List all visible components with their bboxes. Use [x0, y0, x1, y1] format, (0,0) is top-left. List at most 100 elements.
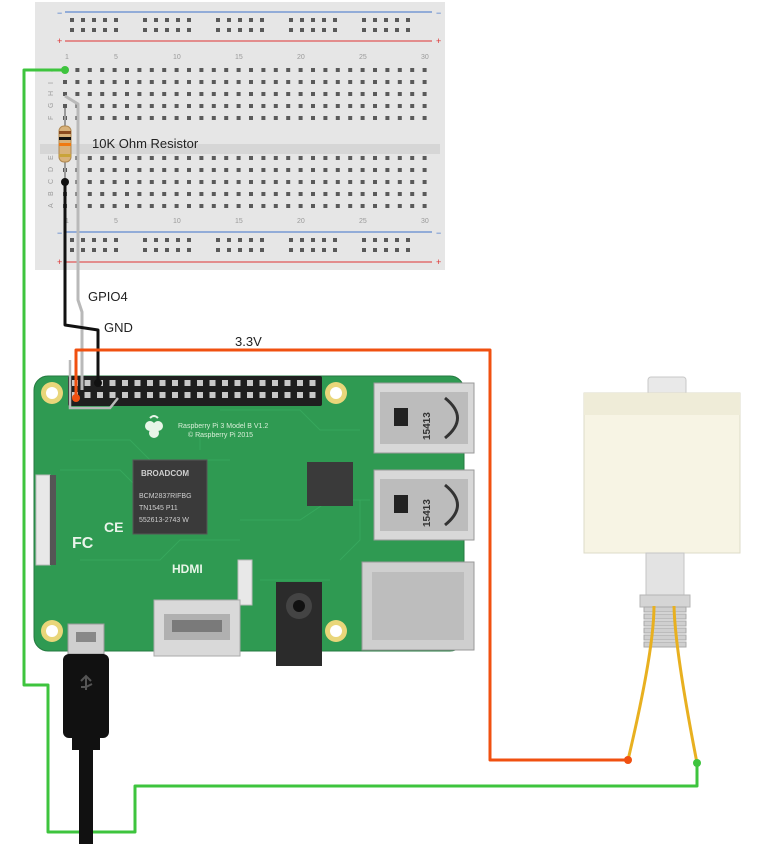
breadboard-hole	[422, 68, 427, 72]
breadboard-hole	[100, 92, 105, 96]
breadboard-hole	[311, 204, 315, 208]
thread-ridge	[643, 606, 687, 613]
breadboard-hole	[224, 204, 229, 208]
breadboard-hole	[224, 168, 229, 172]
breadboard-hole	[385, 80, 390, 84]
breadboard-hole	[137, 204, 142, 208]
row-letter-h: H	[48, 91, 55, 96]
breadboard-hole	[422, 192, 427, 196]
breadboard-hole	[298, 204, 303, 208]
gpio-pin	[147, 392, 153, 398]
row-letter-f: F	[48, 116, 55, 120]
breadboard-hole	[100, 192, 105, 196]
breadboard-hole	[143, 18, 147, 22]
thread-ridge	[643, 613, 687, 620]
breadboard-hole	[227, 248, 231, 252]
breadboard-hole	[273, 192, 278, 196]
breadboard-hole	[236, 116, 241, 120]
breadboard-hole	[395, 28, 399, 32]
gpio-pin	[222, 392, 228, 398]
breadboard-hole	[199, 204, 204, 208]
ce-logo-icon: CE	[104, 519, 123, 535]
breadboard-hole	[410, 68, 415, 72]
breadboard-hole	[199, 68, 204, 72]
breadboard-hole	[187, 168, 191, 172]
breadboard-hole	[187, 80, 191, 84]
breadboard-hole	[311, 116, 315, 120]
breadboard-hole	[137, 192, 142, 196]
col-num-1: 1	[65, 54, 69, 61]
breadboard-hole	[114, 238, 118, 242]
breadboard-hole	[162, 168, 167, 172]
breadboard-hole	[298, 168, 303, 172]
breadboard-hole	[249, 156, 253, 160]
breadboard-hole	[162, 80, 167, 84]
bottom-minus-right: −	[436, 228, 441, 238]
breadboard-hole	[187, 204, 191, 208]
breadboard-hole	[187, 116, 191, 120]
breadboard-hole	[238, 248, 242, 252]
breadboard-hole	[311, 68, 315, 72]
breadboard-hole	[100, 80, 105, 84]
breadboard-hole	[224, 156, 229, 160]
breadboard: − + − + − + − + 1 5 10 15 20 25 30	[35, 2, 445, 270]
gpio-pin	[209, 392, 216, 398]
breadboard-hole	[211, 180, 216, 184]
breadboard-hole	[137, 156, 142, 160]
breadboard-hole	[236, 156, 241, 160]
v33-label: 3.3V	[235, 334, 262, 349]
breadboard-hole	[260, 238, 264, 242]
breadboard-hole	[410, 116, 415, 120]
gpio-pin	[184, 392, 191, 398]
breadboard-hole	[81, 28, 85, 32]
raspberry-pi-board: Raspberry Pi 3 Model B V1.2 © Raspberry …	[33, 375, 475, 666]
breadboard-hole	[273, 80, 278, 84]
breadboard-hole	[137, 80, 142, 84]
breadboard-hole	[384, 238, 388, 242]
gpio-pin	[259, 392, 266, 398]
breadboard-hole	[335, 156, 340, 160]
row-letter-g: G	[48, 103, 55, 108]
breadboard-hole	[397, 156, 402, 160]
row-letter-a: A	[48, 203, 55, 208]
breadboard-hole	[87, 104, 92, 108]
breadboard-hole	[335, 104, 340, 108]
audio-jack	[276, 582, 322, 666]
breadboard-bottom-rails: − + − +	[57, 228, 441, 267]
breadboard-hole	[323, 80, 328, 84]
breadboard-hole	[238, 18, 242, 22]
breadboard-hole	[410, 80, 415, 84]
breadboard-hole	[87, 68, 92, 72]
breadboard-hole	[333, 238, 337, 242]
breadboard-hole	[385, 180, 390, 184]
breadboard-hole	[385, 192, 390, 196]
top-minus-left: −	[57, 8, 62, 18]
sensor-thread	[643, 606, 687, 648]
breadboard-hole	[236, 80, 241, 84]
breadboard-hole	[143, 238, 147, 242]
breadboard-hole	[322, 28, 326, 32]
breadboard-hole	[137, 68, 142, 72]
breadboard-hole	[87, 156, 92, 160]
gpio-pin	[134, 380, 141, 386]
breadboard-hole	[114, 28, 118, 32]
breadboard-hole	[410, 156, 415, 160]
soc-line-2: TN1545 P11	[139, 505, 178, 512]
wire-green	[22, 68, 699, 834]
orange-endpoint	[624, 756, 632, 764]
breadboard-hole	[385, 204, 390, 208]
breadboard-hole	[187, 92, 191, 96]
breadboard-hole	[211, 192, 216, 196]
breadboard-hole	[176, 18, 180, 22]
gpio-pin	[297, 380, 303, 386]
breadboard-hole	[87, 204, 92, 208]
gnd-label: GND	[104, 320, 133, 335]
breadboard-hole	[199, 180, 204, 184]
breadboard-hole	[174, 180, 179, 184]
breadboard-hole	[199, 92, 204, 96]
breadboard-hole	[322, 18, 326, 22]
breadboard-hole	[348, 180, 353, 184]
breadboard-hole	[397, 104, 402, 108]
breadboard-hole	[360, 80, 365, 84]
breadboard-hole	[70, 248, 74, 252]
